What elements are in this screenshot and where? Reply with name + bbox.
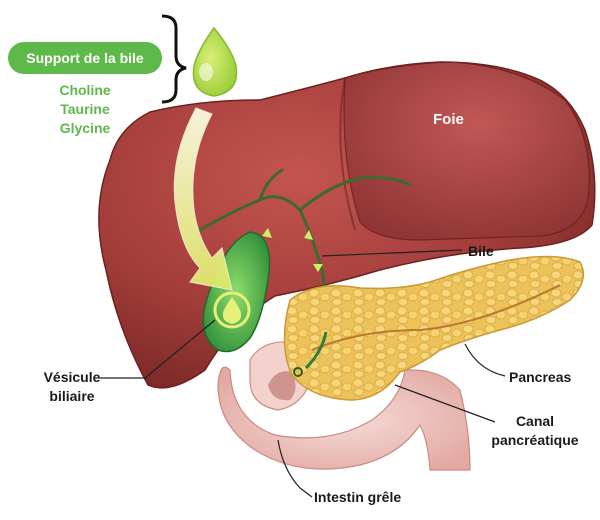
label-canal-pancreatique: Canal pancréatique bbox=[482, 412, 588, 450]
nutrient-choline: Choline bbox=[59, 82, 111, 98]
label-canal-line2: pancréatique bbox=[491, 432, 579, 448]
label-vesicule-line2: biliaire bbox=[49, 388, 95, 404]
leader-lines bbox=[100, 249, 506, 498]
label-intestin-grele: Intestin grêle bbox=[314, 489, 402, 505]
bracket bbox=[161, 14, 187, 104]
duodenal-papilla bbox=[293, 367, 303, 377]
bile-flow-arrows bbox=[262, 228, 323, 272]
bile-drop-icon bbox=[192, 26, 238, 97]
support-bile-pill: Support de la bile bbox=[8, 42, 162, 74]
label-bile: Bile bbox=[468, 243, 494, 259]
label-pancreas: Pancreas bbox=[509, 369, 572, 385]
pancreas bbox=[283, 255, 585, 401]
duct-to-intestine bbox=[304, 331, 328, 370]
bile-circle-icon bbox=[213, 291, 251, 329]
supply-arrow bbox=[173, 107, 233, 291]
label-canal-line1: Canal bbox=[515, 413, 555, 429]
label-vesicule-biliaire: Vésicule biliaire bbox=[36, 368, 108, 406]
nutrient-glycine: Glycine bbox=[59, 120, 111, 136]
small-intestine bbox=[217, 341, 471, 471]
label-vesicule-line1: Vésicule bbox=[43, 369, 101, 385]
nutrient-list: Choline Taurine Glycine bbox=[30, 81, 140, 138]
label-foie: Foie bbox=[433, 111, 464, 128]
nutrient-taurine: Taurine bbox=[60, 101, 110, 117]
